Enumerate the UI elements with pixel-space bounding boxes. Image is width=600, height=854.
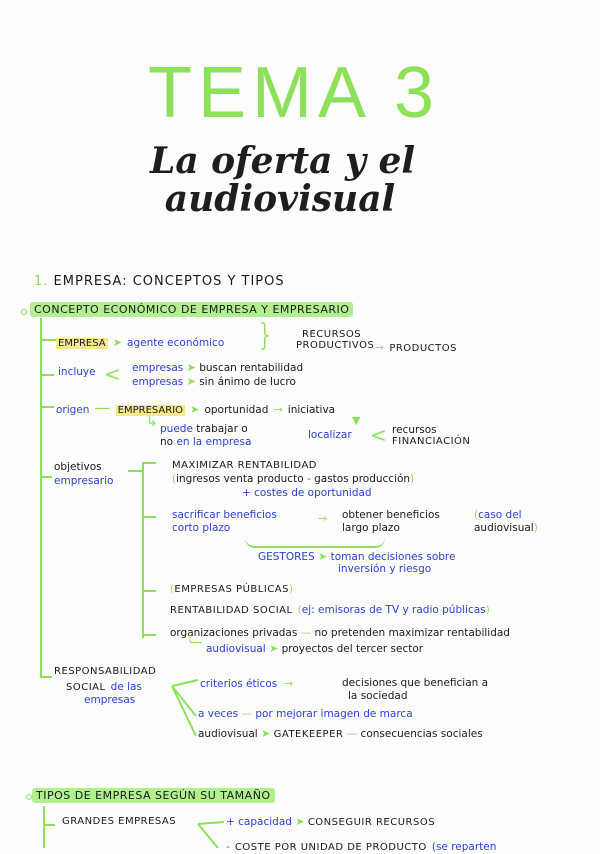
- fork-icon: <: [370, 423, 387, 447]
- subtitle-line-1: La oferta y el: [150, 140, 416, 182]
- inversion-riesgo: inversión y riesgo: [338, 563, 432, 575]
- localizar: localizar: [308, 429, 352, 441]
- capacidad-row: + capacidad ➤ CONSEGUIR RECURSOS: [226, 815, 436, 828]
- puede-trabajar: puede trabajar o no en la empresa: [160, 423, 252, 448]
- branch-line: [43, 824, 55, 826]
- empresario-label: EMPRESARIO: [115, 405, 186, 416]
- grandes-empresas: GRANDES EMPRESAS: [62, 816, 177, 827]
- fork-lines: [171, 679, 199, 737]
- productos: PRODUCTOS: [389, 343, 457, 354]
- branch-line: [40, 676, 52, 678]
- coste-row: - COSTE POR UNIDAD DE PRODUCTO (se repar…: [226, 841, 497, 853]
- incluye-item: empresas ➤ buscan rentabilidad: [132, 361, 304, 374]
- audiovisual-tercer-sector: audiovisual ➤ proyectos del tercer secto…: [206, 642, 424, 655]
- fork-icon: <: [104, 362, 121, 386]
- sacrificar: sacrificar beneficios corto plazo: [172, 509, 277, 534]
- curved-arrow-icon: ╰─: [186, 636, 202, 651]
- arrow-right-icon: ➤: [112, 336, 122, 349]
- curved-arrow-icon: ↳: [146, 414, 158, 430]
- arrow-right-icon: →: [375, 341, 385, 354]
- gestores-row: GESTORES ➤ toman decisiones sobre: [258, 550, 456, 563]
- page-subtitle: La oferta y el audiovisual: [150, 140, 416, 220]
- a-veces-row: a veces — por mejorar imagen de marca: [198, 708, 413, 720]
- productos-row: → PRODUCTOS: [375, 336, 457, 355]
- concepto-heading: CONCEPTO ECONÓMICO DE EMPRESA Y EMPRESAR…: [30, 302, 354, 317]
- objetivos-line: [142, 462, 144, 638]
- section-number: 1.: [34, 274, 49, 289]
- incluye-list: empresas ➤ buscan rentabilidad empresas …: [132, 361, 303, 389]
- costes-oportunidad: + costes de oportunidad: [242, 487, 372, 499]
- decisiones: decisiones que benefician a la sociedad: [342, 677, 489, 702]
- objetivos-label: objetivos empresario: [54, 461, 114, 487]
- tree-trunk-line: [40, 318, 42, 678]
- empresa-label: EMPRESA: [56, 338, 108, 349]
- tipos-heading: TIPOS DE EMPRESA SEGÚN SU TAMAÑO: [32, 788, 275, 803]
- obtener: obtener beneficios largo plazo: [342, 509, 440, 534]
- subtitle-line-2: audiovisual: [164, 178, 396, 220]
- branch-line: [142, 462, 156, 464]
- responsabilidad-label: RESPONSABILIDAD SOCIAL de las empresas: [54, 666, 157, 706]
- iniciativa: iniciativa: [287, 404, 336, 416]
- empresas-publicas: (EMPRESAS PÚBLICAS): [170, 584, 294, 595]
- section-title: EMPRESA: CONCEPTOS Y TIPOS: [53, 274, 285, 289]
- section-heading: 1. EMPRESA: CONCEPTOS Y TIPOS: [34, 274, 285, 289]
- branch-line: [142, 590, 156, 592]
- brace-curve: [245, 538, 385, 548]
- bullet-icon: [26, 794, 32, 800]
- fork-lines: [197, 821, 225, 848]
- incluye-item: empresas ➤ sin ánimo de lucro: [132, 375, 296, 388]
- branch-line: [40, 339, 56, 341]
- origen-label: origen: [56, 404, 90, 416]
- incluye-label: incluye: [58, 366, 96, 378]
- criterios-row: criterios éticos →: [200, 677, 297, 690]
- branch-line: [142, 516, 156, 518]
- branch-line: [40, 374, 54, 376]
- maximizar: MAXIMIZAR RENTABILIDAD: [172, 460, 317, 471]
- branch-line: [40, 406, 54, 408]
- tree-trunk-line: [43, 806, 45, 848]
- arrow-down-icon: ▼: [352, 414, 361, 427]
- caso-audiovisual: (caso del audiovisual): [474, 509, 538, 534]
- oportunidad: oportunidad: [204, 404, 269, 416]
- branch-line: [142, 634, 156, 636]
- branch-line: [40, 476, 52, 478]
- page-title: TEMA 3: [148, 53, 441, 133]
- arrow-right-icon: →: [318, 512, 328, 525]
- agente-economico: agente económico: [127, 337, 225, 349]
- origen-row: origen — EMPRESARIO ➤ oportunidad → inic…: [56, 398, 336, 417]
- bullet-icon: [21, 309, 27, 315]
- recursos-productivos: RECURSOS PRODUCTIVOS: [296, 329, 375, 351]
- empresa-row: EMPRESA ➤ agente económico: [56, 331, 224, 350]
- branch-line: [128, 470, 142, 472]
- organizaciones-privadas: organizaciones privadas — no pretenden m…: [170, 627, 510, 639]
- formula: (ingresos venta producto - gastos produc…: [172, 473, 415, 485]
- localizar-list: recursos FINANCIACIÓN: [392, 424, 471, 447]
- gatekeeper-row: audiovisual ➤ GATEKEEPER — consecuencias…: [198, 727, 483, 740]
- rentabilidad-social: RENTABILIDAD SOCIAL (ej: emisoras de TV …: [170, 604, 490, 616]
- brace-icon: }: [256, 318, 276, 353]
